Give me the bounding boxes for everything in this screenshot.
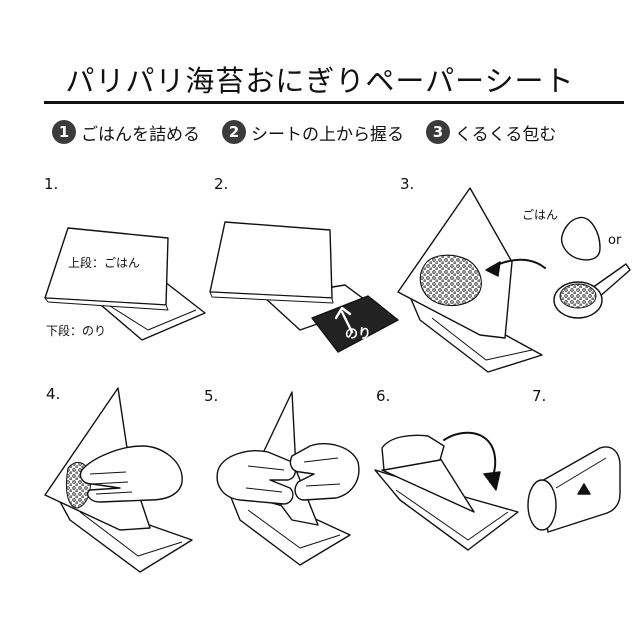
step-1: 1 ごはんを詰める [52,120,200,145]
panel-1-upper-sheet-fold [44,297,169,311]
panel-1-lower-note: 下段：のり [46,324,107,338]
step-3-number-badge: 3 [426,120,450,144]
step-2-text: シートの上から握る [251,124,404,145]
page-title: パリパリ海苔おにぎりペーパーシート [65,64,575,98]
panel-5-left-hand [216,450,297,505]
panel-7-logo-icon [577,483,591,495]
panel-4-hand [79,445,183,503]
panel-3-onigiri-shape [560,216,601,261]
panel-2-label: 2. [214,175,229,193]
step-2-number-badge: 2 [222,120,246,144]
panel-5-right-hand [289,443,360,501]
panel-1-lower-sleeve-edge [109,305,197,331]
step-2: 2 シートの上から握る [222,120,404,145]
step-3: 3 くるくる包む [426,120,556,145]
panel-4-sleeve-edge [79,511,183,557]
panel-6-label: 6. [376,387,391,405]
panel-7-illustration [527,446,621,533]
panel-5-sleeve-edge [247,509,341,549]
panel-5-label: 5. [204,387,219,405]
panel-2-nori-sheet [311,295,399,353]
panel-6-arrow-head [483,471,501,491]
panel-4-hand-fingers [89,471,133,495]
panel-2-upper-sheet [209,221,333,299]
panel-1-upper-note: 上段：ごはん [68,256,141,270]
panel-3-arrow-head [485,261,501,277]
step-summary: 1 ごはんを詰める 2 シートの上から握る 3 くるくる包む [52,118,556,146]
panel-2-illustration [209,221,399,353]
panel-7-roll-end [527,479,557,531]
panel-6-sleeve-edge [395,489,509,541]
panel-2-nori-arrow [334,306,354,334]
panel-2-nori-note: のり [345,327,372,342]
step-1-text: ごはんを詰める [81,124,200,145]
panel-3-or-note: or [608,233,622,248]
panel-3-label: 3. [400,175,415,193]
panel-7-label: 7. [532,387,547,405]
panel-3-spoon-rice [559,283,597,309]
panel-2-upper-sheet-fold [209,291,334,304]
panel-3-rice-note: ごはん [522,208,559,222]
step-1-number-badge: 1 [52,120,76,144]
panel-3-rice-in-sheet [419,254,482,307]
panel-4-label: 4. [46,385,61,403]
panel-5-left-hand-fingers [245,465,285,493]
panel-4-illustration [44,387,193,573]
panel-6-folded-top [381,434,445,471]
panel-5-illustration [216,391,360,566]
panel-1-illustration [44,227,206,341]
panel-7-roll-seam [555,457,607,489]
title-underline [44,101,624,104]
panel-1-label: 1. [44,175,59,193]
panel-3-illustration [397,187,631,373]
panel-6-illustration [374,431,519,551]
panel-5-right-hand-fingers [303,457,341,487]
panel-3-sleeve-edge [431,317,533,361]
step-3-text: くるくる包む [455,124,557,145]
